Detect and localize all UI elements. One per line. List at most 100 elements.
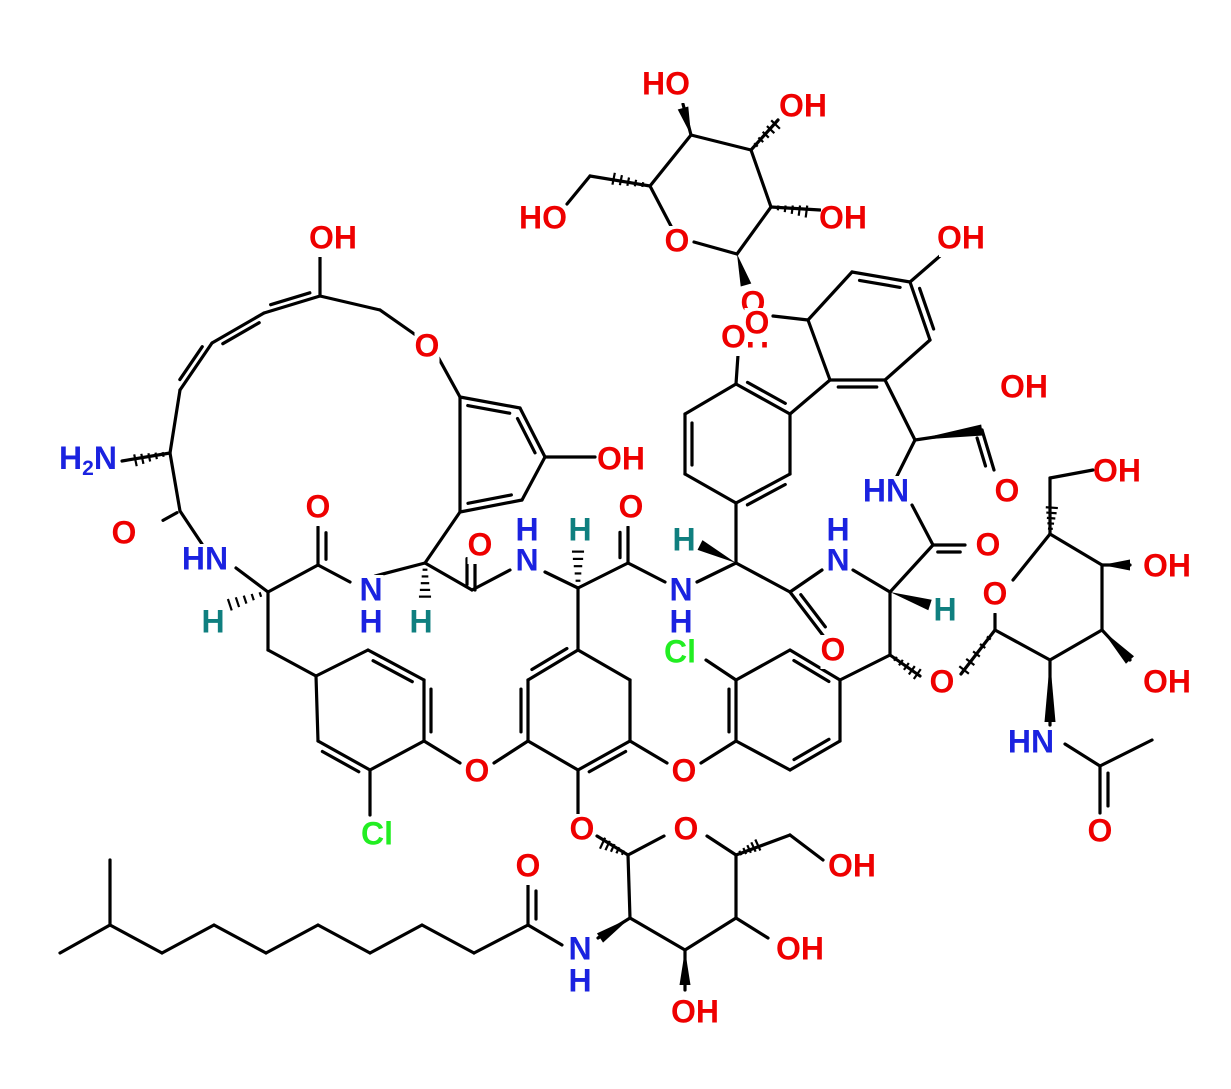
bond-66	[576, 739, 632, 772]
atom-label-backdrop-o-carbonyl-2	[305, 492, 331, 526]
bond-37	[470, 568, 512, 592]
atom-label-nh-macro-1: N	[359, 571, 382, 607]
bond-15	[210, 311, 266, 345]
bond-91	[850, 270, 912, 284]
bond-25	[520, 455, 547, 502]
bond-73	[788, 648, 842, 682]
atom-label-backdrop-h-stereo-3	[567, 515, 593, 549]
bond-41	[626, 561, 667, 584]
bond-58	[368, 739, 426, 772]
bond-116	[264, 923, 320, 955]
atom-label-backdrop-oh-ch2-right-sugar	[1095, 456, 1139, 490]
bond-21	[436, 355, 462, 399]
double-bond-24	[745, 380, 787, 405]
bond-49	[851, 568, 892, 594]
bond-99	[894, 438, 917, 480]
atom-label-backdrop-nh-macro-4	[825, 545, 851, 579]
atom-label-backdrop-h-nh-macro-1	[358, 607, 384, 641]
bond-23	[518, 406, 547, 459]
bond-12	[262, 294, 322, 315]
atom-label-o-carbonyl-3: O	[468, 526, 493, 562]
bond-136	[888, 653, 922, 678]
atom-label-o-amide-lipid: O	[516, 847, 541, 883]
hash-bond-2	[418, 568, 432, 598]
bond-113	[108, 923, 164, 955]
bond-70	[628, 739, 669, 765]
hash-bond-6	[776, 205, 809, 218]
bond-40	[576, 561, 630, 590]
bond-3	[648, 133, 693, 188]
atom-label-backdrop-h-nh-macro-3	[668, 607, 694, 641]
atom-label-cl-right: Cl	[664, 633, 696, 669]
atom-label-backdrop-oh-macro-top	[311, 223, 355, 257]
double-bond-10	[975, 436, 988, 468]
double-bond-4	[466, 493, 513, 505]
bond-56	[366, 648, 426, 682]
bond-86	[734, 353, 740, 386]
atom-label-oh-ring-mid: OH	[597, 440, 645, 476]
atom-label-n-amide-lipid: N	[568, 930, 591, 966]
bond-72	[734, 648, 792, 682]
atom-label-backdrop-o-ring-mid-ether	[744, 308, 770, 342]
atom-label-o-ring-top-sugar: O	[665, 222, 690, 258]
bond-55	[314, 648, 370, 678]
double-bond-14	[371, 659, 414, 684]
bond-54	[838, 653, 892, 682]
double-bond-2	[269, 291, 312, 307]
bond-127	[1048, 532, 1104, 567]
atom-label-oh-acid: OH	[1000, 368, 1048, 404]
atom-label-backdrop-cl-left	[355, 819, 399, 853]
atom-label-h-amide-lipid: H	[568, 962, 591, 998]
atom-label-oh-right-sugar-c4: OH	[1143, 547, 1191, 583]
bond-111	[58, 923, 112, 955]
bond-117	[316, 923, 372, 955]
atom-label-o-glyco-bottom: O	[570, 810, 595, 846]
atom-label-backdrop-hn-left	[183, 544, 227, 578]
atom-label-backdrop-oh-top-right-sugar	[781, 91, 825, 125]
atom-label-nh2-left: H2N	[59, 440, 117, 479]
double-bond-15	[320, 749, 361, 774]
atom-label-backdrop-nh-macro-3	[668, 575, 694, 609]
bond-4	[689, 133, 753, 152]
atom-label-oh-top-right-sugar: OH	[779, 87, 827, 123]
atom-label-backdrop-h-nh-macro-2	[514, 515, 540, 549]
bond-78	[704, 658, 738, 682]
bond-114	[160, 923, 216, 955]
atom-label-o-ether-macro: O	[415, 327, 440, 363]
bond-95	[771, 314, 810, 322]
bond-110	[734, 916, 770, 940]
atom-label-backdrop-o-ring-right-sugar	[982, 579, 1008, 613]
hash-bond-4	[611, 172, 645, 188]
bond-80	[683, 472, 738, 505]
atom-label-o-ring-bottom-sugar: O	[674, 810, 699, 846]
bond-130	[993, 628, 1052, 662]
atom-label-nh-macro-4: N	[826, 541, 849, 577]
bond-129	[1048, 628, 1104, 662]
bond-69	[492, 739, 530, 765]
hash-bond-10	[599, 837, 625, 856]
atom-label-h-stereo-3: H	[568, 511, 591, 547]
atom-label-h-stereo-2: H	[409, 603, 432, 639]
bond-124	[1048, 468, 1095, 480]
atom-label-oh-macro-top: OH	[309, 219, 357, 255]
atom-label-backdrop-o-carbonyl-4	[618, 492, 644, 526]
bond-0	[565, 174, 592, 206]
bond-17	[168, 388, 182, 455]
atom-label-o-ring-right-sugar: O	[983, 575, 1008, 611]
bond-65	[526, 739, 580, 772]
atom-label-backdrop-o-carbonyl-3	[467, 530, 493, 564]
wedge-bond-4	[737, 254, 752, 287]
atom-label-backdrop-h-stereo-2	[408, 607, 434, 641]
bond-19	[178, 509, 204, 546]
atom-label-oh-bottom-sugar-c4: OH	[776, 930, 824, 966]
atom-label-backdrop-h-stereo-1	[200, 607, 226, 641]
bond-98	[980, 428, 996, 472]
atom-label-backdrop-oh-acid	[1002, 372, 1046, 406]
bond-2	[648, 184, 674, 230]
atom-label-oh-top-left-sugar: HO	[642, 65, 690, 101]
atom-label-h-stereo-1: H	[201, 603, 224, 639]
atom-label-oh-right-sugar-c3: OH	[1143, 663, 1191, 699]
bond-106	[626, 853, 632, 920]
atom-label-hn-left: HN	[182, 540, 228, 576]
atom-label-backdrop-o-glyco-bottom	[569, 814, 595, 848]
